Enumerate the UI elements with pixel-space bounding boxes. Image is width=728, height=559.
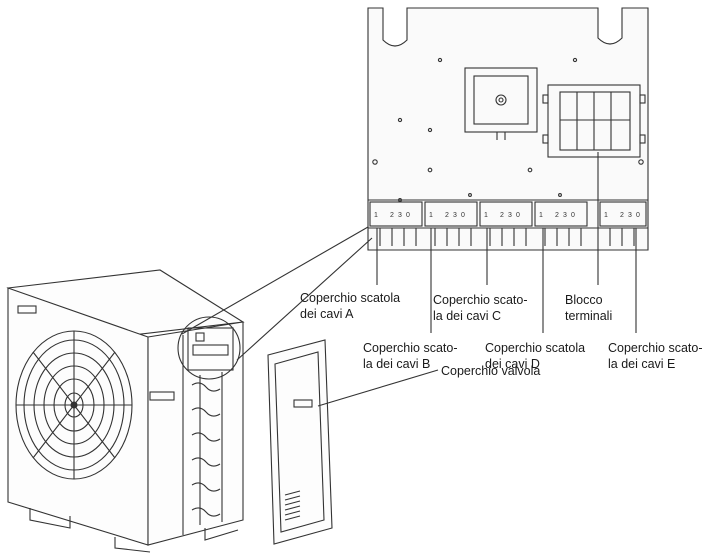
terminal-mark: 1 — [429, 212, 433, 219]
terminal-mark: 1 — [374, 212, 378, 219]
leader-lines — [317, 152, 637, 407]
terminal-mark: 1 — [484, 212, 488, 219]
terminal-mark: 1 — [539, 212, 543, 219]
control-panel-detail — [367, 7, 649, 251]
label-valve-cover: Coperchio valvola — [441, 364, 541, 378]
terminal-mark: 2 — [620, 212, 624, 219]
terminal-mark: 2 — [445, 212, 449, 219]
detail-callout — [177, 226, 373, 380]
label-box-b: Coperchio scato-la dei cavi B — [363, 341, 458, 371]
terminal-mark: 3 — [398, 212, 402, 219]
terminal-mark: 0 — [406, 212, 410, 219]
terminal-mark: 1 — [604, 212, 608, 219]
label-box-c: Coperchio scato-la dei cavi C — [433, 293, 528, 323]
terminal-strip — [369, 201, 647, 227]
valve-cover-panel — [267, 339, 333, 545]
label-box-e: Coperchio scato-la dei cavi E — [608, 341, 703, 371]
terminal-mark: 0 — [461, 212, 465, 219]
terminal-mark: 2 — [390, 212, 394, 219]
terminal-mark: 2 — [500, 212, 504, 219]
terminal-mark: 0 — [571, 212, 575, 219]
terminal-mark: 3 — [628, 212, 632, 219]
terminal-mark: 0 — [636, 212, 640, 219]
terminal-mark: 3 — [453, 212, 457, 219]
terminal-mark: 2 — [555, 212, 559, 219]
terminal-mark: 3 — [508, 212, 512, 219]
terminal-mark: 3 — [563, 212, 567, 219]
terminal-mark: 0 — [516, 212, 520, 219]
outdoor-unit — [6, 269, 245, 553]
